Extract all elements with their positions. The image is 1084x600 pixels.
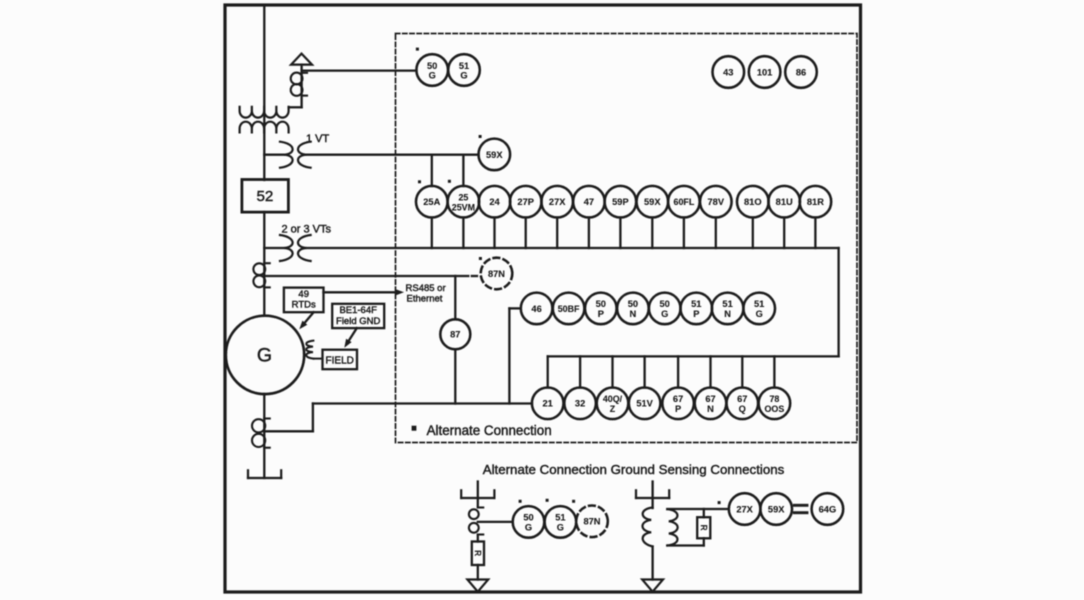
svg-text:25: 25 bbox=[458, 193, 468, 203]
svg-text:59X: 59X bbox=[768, 504, 785, 514]
svg-text:G: G bbox=[557, 523, 564, 533]
svg-text:87N: 87N bbox=[583, 517, 600, 527]
svg-text:64G: 64G bbox=[819, 504, 837, 514]
svg-text:R: R bbox=[473, 550, 482, 556]
svg-text:86: 86 bbox=[796, 67, 806, 77]
svg-text:50: 50 bbox=[523, 513, 533, 523]
svg-text:27P: 27P bbox=[517, 197, 534, 207]
svg-text:Z: Z bbox=[610, 404, 616, 414]
svg-text:Field GND: Field GND bbox=[336, 316, 380, 327]
svg-text:50: 50 bbox=[628, 299, 638, 309]
svg-text:50: 50 bbox=[596, 299, 606, 309]
svg-text:59P: 59P bbox=[612, 197, 629, 207]
svg-text:51: 51 bbox=[459, 61, 469, 71]
svg-text:G: G bbox=[661, 309, 668, 319]
svg-text:32: 32 bbox=[575, 399, 585, 409]
svg-text:Alternate Connection: Alternate Connection bbox=[427, 423, 552, 438]
svg-text:25VM: 25VM bbox=[452, 202, 475, 212]
svg-text:51: 51 bbox=[691, 299, 701, 309]
svg-text:RS485 or: RS485 or bbox=[406, 283, 446, 294]
svg-text:FIELD: FIELD bbox=[326, 355, 354, 366]
svg-text:60FL: 60FL bbox=[674, 197, 695, 207]
svg-text:50BF: 50BF bbox=[558, 304, 580, 314]
svg-text:43: 43 bbox=[723, 67, 733, 77]
svg-text:87N: 87N bbox=[488, 269, 505, 279]
svg-text:46: 46 bbox=[531, 304, 541, 314]
svg-text:P: P bbox=[598, 309, 604, 319]
svg-text:87: 87 bbox=[450, 330, 460, 340]
svg-text:G: G bbox=[460, 71, 467, 81]
svg-text:59X: 59X bbox=[644, 197, 661, 207]
svg-text:G: G bbox=[257, 345, 272, 367]
svg-text:81O: 81O bbox=[744, 197, 762, 207]
svg-text:81U: 81U bbox=[776, 197, 793, 207]
svg-text:G: G bbox=[525, 523, 532, 533]
svg-text:52: 52 bbox=[256, 188, 273, 205]
svg-text:OOS: OOS bbox=[765, 404, 785, 414]
svg-text:49: 49 bbox=[298, 289, 309, 300]
svg-text:R: R bbox=[699, 525, 708, 531]
svg-text:25A: 25A bbox=[423, 197, 440, 207]
svg-text:81R: 81R bbox=[807, 197, 824, 207]
svg-text:N: N bbox=[724, 309, 731, 319]
svg-text:RTDs: RTDs bbox=[292, 300, 316, 311]
svg-text:21: 21 bbox=[543, 399, 553, 409]
svg-text:G: G bbox=[756, 309, 763, 319]
svg-text:N: N bbox=[707, 404, 714, 414]
svg-text:N: N bbox=[630, 309, 637, 319]
svg-text:67: 67 bbox=[673, 394, 683, 404]
svg-text:Ethernet: Ethernet bbox=[407, 293, 443, 304]
svg-text:51: 51 bbox=[754, 299, 764, 309]
svg-text:78: 78 bbox=[769, 394, 779, 404]
svg-text:P: P bbox=[675, 404, 681, 414]
svg-text:51: 51 bbox=[555, 513, 565, 523]
svg-text:50: 50 bbox=[660, 299, 670, 309]
svg-text:59X: 59X bbox=[486, 150, 503, 160]
svg-text:47: 47 bbox=[584, 197, 594, 207]
svg-text:24: 24 bbox=[489, 197, 500, 207]
svg-text:101: 101 bbox=[757, 67, 773, 77]
svg-text:50: 50 bbox=[427, 61, 437, 71]
svg-text:40Q/: 40Q/ bbox=[603, 394, 623, 404]
svg-text:Q: Q bbox=[739, 404, 746, 414]
svg-text:67: 67 bbox=[737, 394, 747, 404]
svg-text:51: 51 bbox=[722, 299, 732, 309]
svg-text:G: G bbox=[429, 71, 436, 81]
svg-text:2 or 3 VTs: 2 or 3 VTs bbox=[282, 223, 332, 235]
svg-text:27X: 27X bbox=[549, 197, 566, 207]
svg-text:BE1-64F: BE1-64F bbox=[339, 305, 377, 316]
svg-text:1 VT: 1 VT bbox=[306, 133, 330, 145]
svg-text:67: 67 bbox=[705, 394, 715, 404]
svg-text:78V: 78V bbox=[708, 197, 725, 207]
svg-text:P: P bbox=[693, 309, 699, 319]
svg-text:51V: 51V bbox=[636, 399, 653, 409]
svg-text:27X: 27X bbox=[736, 504, 753, 514]
svg-text:Alternate Connection Ground Se: Alternate Connection Ground Sensing Conn… bbox=[483, 462, 785, 477]
